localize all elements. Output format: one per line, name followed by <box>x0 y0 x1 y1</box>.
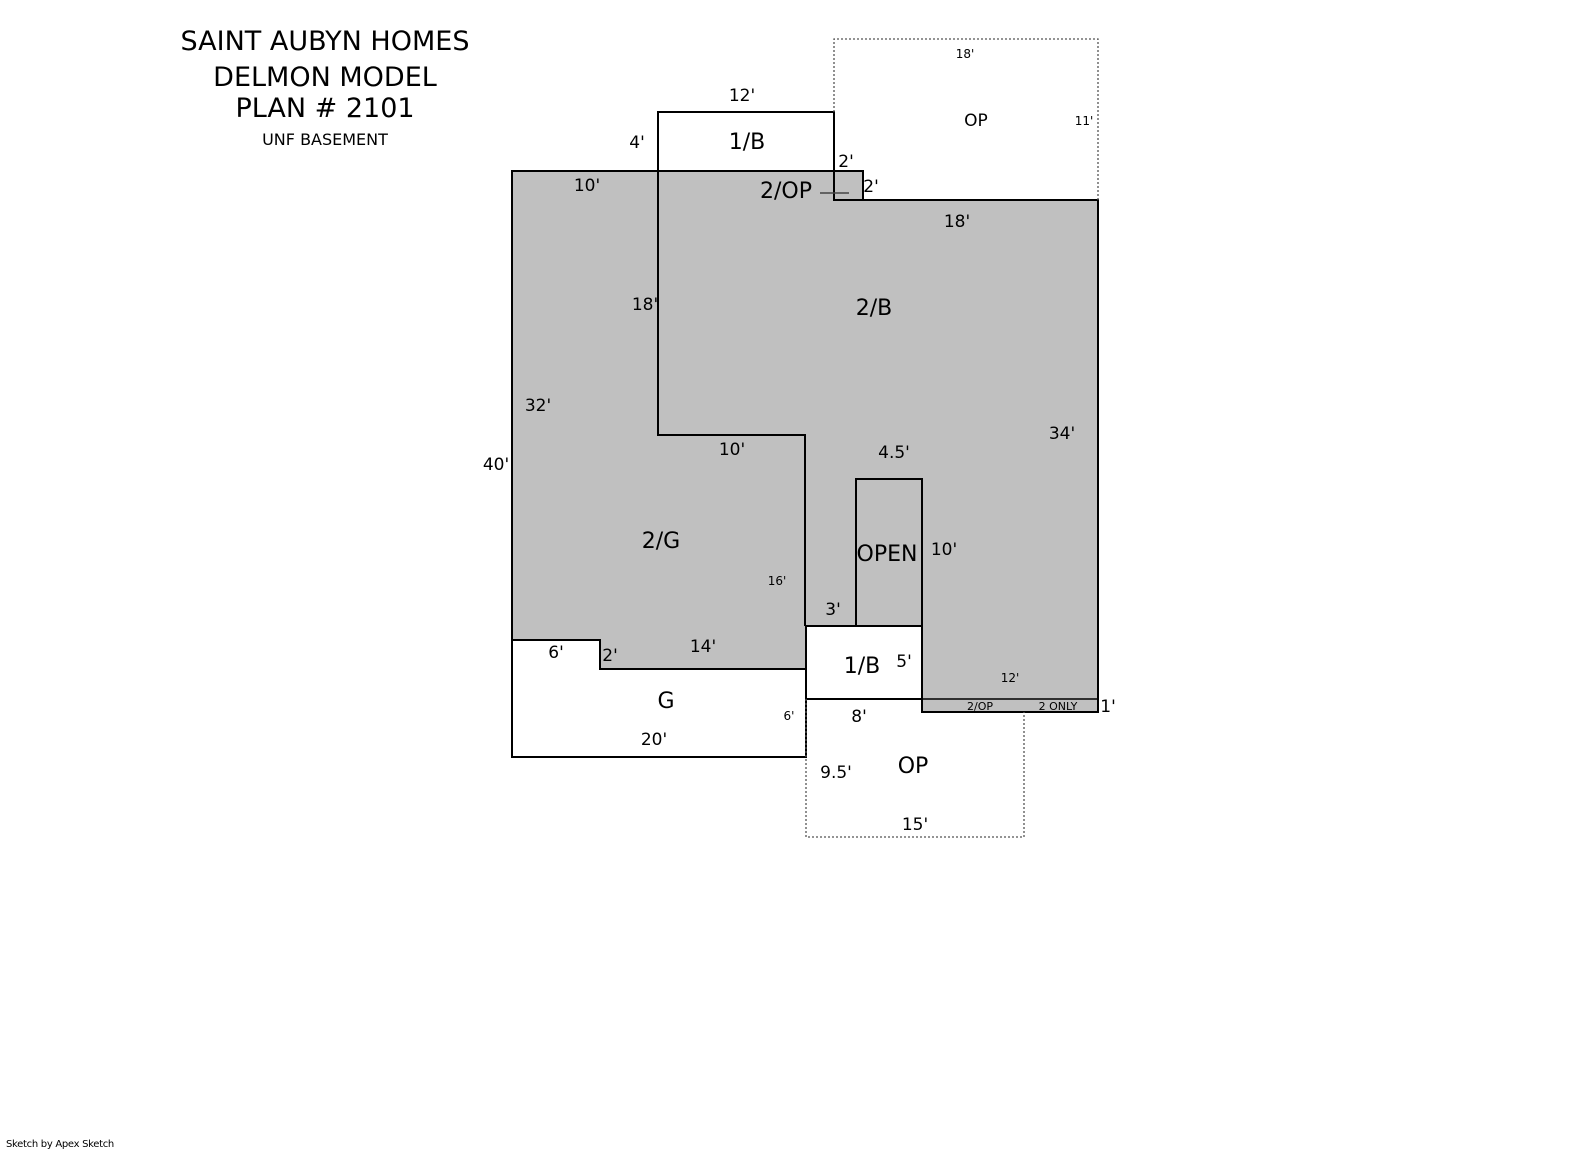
area-label-2op-bottom: 2/OP <box>967 700 993 713</box>
dim-label: 18' <box>632 295 658 315</box>
interior-division-line <box>657 171 806 626</box>
dim-label: 4' <box>629 133 645 153</box>
dim-label: 6' <box>784 709 795 723</box>
dim-label: 1' <box>1100 697 1116 717</box>
step-square <box>833 170 864 201</box>
dim-label: 12' <box>729 86 755 106</box>
plan-title-number: PLAN # 2101 <box>235 93 415 124</box>
area-label-op-bottom: OP <box>898 754 929 779</box>
dim-label: 12' <box>1001 671 1020 685</box>
plan-title-model: DELMON MODEL <box>213 62 437 93</box>
dim-label: 18' <box>944 212 970 232</box>
area-label-1b-middle: 1/B <box>844 654 881 679</box>
dim-label: 10' <box>574 176 600 196</box>
plan-title-builder: SAINT AUBYN HOMES <box>180 26 470 57</box>
dim-label: 15' <box>902 815 928 835</box>
dim-label: 3' <box>825 600 841 620</box>
dim-label: 32' <box>525 396 551 416</box>
area-label-2-only: 2 ONLY <box>1039 700 1078 713</box>
area-label-open: OPEN <box>857 542 918 567</box>
dim-label: 16' <box>768 574 787 588</box>
dim-label: 6' <box>548 643 564 663</box>
dim-label: 40' <box>483 455 509 475</box>
dim-label: 9.5' <box>820 763 852 783</box>
area-label-2b: 2/B <box>856 296 893 321</box>
dim-label: 2' <box>838 152 854 172</box>
dim-label: 18' <box>956 47 975 61</box>
bump-out-middle-box <box>805 625 923 700</box>
area-label-g: G <box>657 689 674 714</box>
area-label-op-top: OP <box>964 111 988 131</box>
bump-out-top-box <box>657 111 835 172</box>
dim-label: 14' <box>690 637 716 657</box>
sketch-credit: Sketch by Apex Sketch <box>6 1139 114 1150</box>
dim-label: 5' <box>896 652 912 672</box>
porch-bottom-dotted-outline <box>805 699 1025 838</box>
dim-label: 2' <box>602 646 618 666</box>
dim-label: 10' <box>931 540 957 560</box>
area-label-2op-top: 2/OP <box>760 179 812 204</box>
dim-label: 2' <box>863 177 879 197</box>
open-stairwell <box>855 478 923 627</box>
area-label-1b-top: 1/B <box>729 130 766 155</box>
dim-label: 4.5' <box>878 443 910 463</box>
dim-label: 34' <box>1049 424 1075 444</box>
porch-top-dotted-outline <box>833 38 1099 200</box>
area-label-2g: 2/G <box>642 529 680 554</box>
dim-label: 10' <box>719 440 745 460</box>
plan-subtitle-basement: UNF BASEMENT <box>262 130 388 149</box>
dim-label: 11' <box>1075 114 1094 128</box>
dim-label: 20' <box>641 730 667 750</box>
dim-label: 8' <box>851 707 867 727</box>
